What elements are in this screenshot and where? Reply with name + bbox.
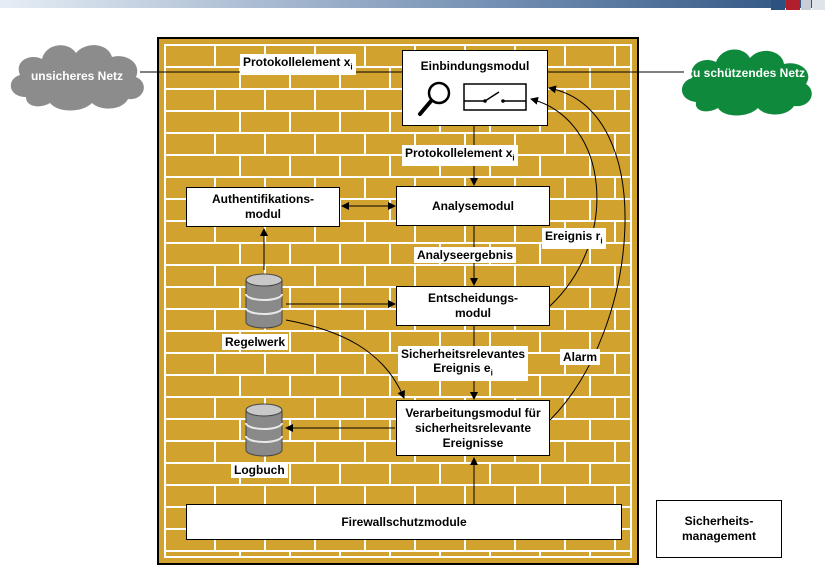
header-accent-block [801,0,811,10]
logbook-label: Logbuch [231,462,288,478]
wall-inner-frame [164,44,632,558]
authentication-module-box: Authentifikations- modul [186,187,340,227]
protected-network-cloud [681,49,812,116]
security-event-label: Sicherheitsrelevantes Ereignis ei [398,346,529,382]
integration-module-title: Einbindungsmodul [420,59,530,73]
unsafe-network-label: unsicheres Netz [30,69,124,83]
protocol-element-label-mid: Protokollelement xi [402,145,518,167]
integration-module-box: Einbindungsmodul [402,50,548,126]
header-accent-block [771,0,785,10]
analysis-result-label: Analyseergebnis [414,247,517,263]
cloud-shape [681,49,812,116]
security-management-box: Sicherheits- management [656,500,782,558]
unsafe-network-cloud [10,45,144,111]
header-gradient-bar [0,0,825,8]
cloud-shape [10,45,144,111]
ruleset-label: Regelwerk [222,334,289,350]
protected-network-label: zu schützendes Netz [686,66,806,80]
switch-icon [463,83,527,111]
logbook-database-icon [245,403,283,457]
analysis-module-box: Analysemodul [396,186,550,226]
ruleset-database-icon [245,273,283,329]
decision-module-box: Entscheidungs- modul [396,286,550,326]
protocol-element-label-top: Protokollelement xi [240,54,356,76]
magnifier-icon [418,81,451,116]
firewall-modules-box: Firewallschutzmodule [186,504,622,540]
event-r-label: Ereignis ri [542,228,606,250]
alarm-label: Alarm [560,349,601,365]
header-accent-block [812,0,825,10]
header-accent-block [786,0,800,10]
processing-module-box: Verarbeitungsmodul für sicherheitsreleva… [396,400,550,456]
